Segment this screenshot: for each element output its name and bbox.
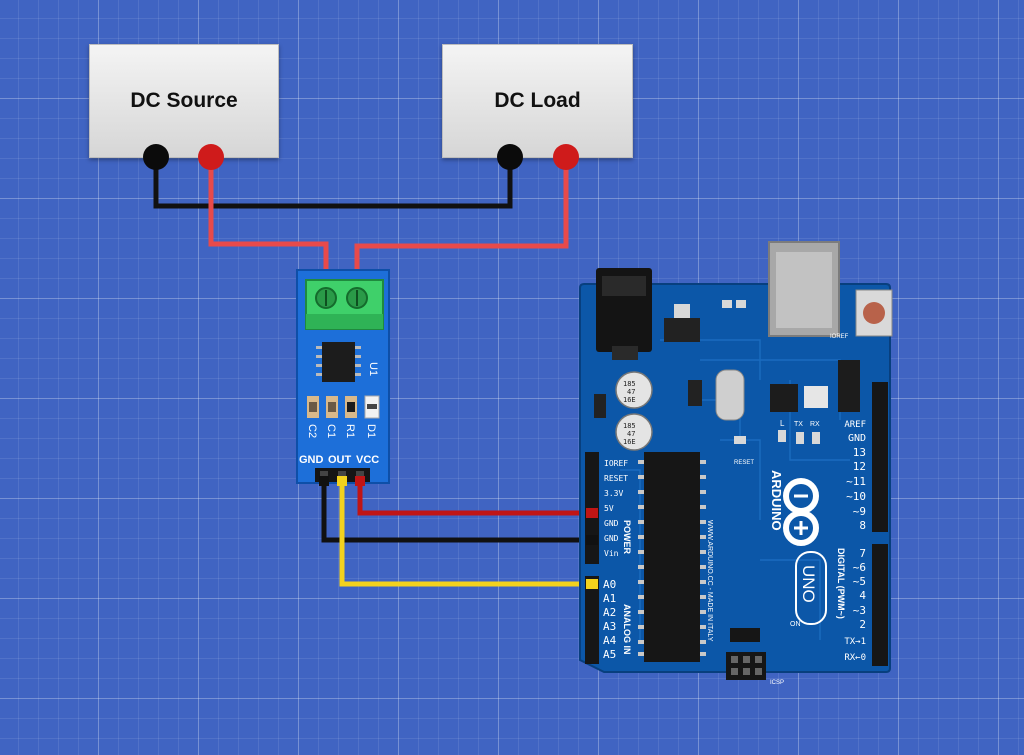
load-negative-terminal	[497, 144, 523, 170]
pin-7: 7	[859, 547, 866, 560]
source-positive-terminal	[198, 144, 224, 170]
pin-10: ~10	[846, 490, 866, 503]
pin-vin: Vin	[604, 549, 619, 558]
current-sensor-module: U1 C2 C1 R1 D1 GND OUT VCC	[296, 269, 390, 484]
pin-label-gnd: GND	[299, 454, 324, 466]
led-tx-label: TX	[794, 421, 803, 428]
digital-pin-labels: AREF GND 13 12 ~11 ~10 ~9 8 7 ~6 ~5 4 ~3…	[844, 420, 866, 663]
capacitor-1: 185 47 16E	[615, 371, 653, 409]
power-label: POWER	[622, 520, 632, 555]
crystal	[715, 369, 745, 421]
pin-a5: A5	[603, 648, 616, 661]
pin-gnd-1: GND	[604, 519, 619, 528]
signal-wires	[321, 482, 598, 587]
mcu-chip	[644, 452, 700, 662]
uno-badge: UNO	[795, 551, 827, 625]
label-d1: D1	[365, 424, 377, 438]
capacitor-2: 185 47 16E	[615, 413, 653, 451]
label-c1: C1	[325, 424, 337, 438]
reset-label: RESET	[734, 460, 754, 466]
dc-source-box: DC Source	[89, 44, 279, 158]
svg-text:185: 185	[623, 422, 636, 430]
label-c2: C2	[306, 424, 318, 438]
pin-3v3: 3.3V	[604, 489, 623, 498]
analog-header	[585, 576, 599, 664]
power-pin-labels: IOREF RESET 3.3V 5V GND GND Vin	[604, 459, 628, 558]
icsp-label: ICSP	[770, 680, 784, 686]
pin-gnd-d: GND	[848, 433, 866, 444]
label-r1: R1	[344, 424, 356, 438]
pin-reset: RESET	[604, 474, 628, 483]
pin-12: 12	[853, 460, 866, 473]
arduino-brand: ARDUINO	[769, 470, 784, 531]
load-positive-terminal	[553, 144, 579, 170]
pin-3: ~3	[853, 604, 866, 617]
pin-13: 13	[853, 446, 866, 459]
pin-tx1: TX→1	[844, 637, 866, 647]
chip-label: U1	[367, 362, 379, 376]
svg-text:47: 47	[627, 388, 635, 396]
analog-pin-labels: A0 A1 A2 A3 A4 A5	[603, 578, 617, 661]
regulator	[664, 318, 700, 342]
digital-header-top	[872, 382, 888, 532]
pin-11: ~11	[846, 475, 866, 488]
wire-vcc-5v	[357, 482, 598, 516]
pin-aref: AREF	[844, 420, 866, 430]
svg-text:16E: 16E	[623, 396, 636, 404]
pin-6: ~6	[853, 561, 866, 574]
pin-ioref: IOREF	[604, 459, 628, 468]
wire-black-source-load	[153, 160, 513, 209]
svg-text:16E: 16E	[623, 438, 636, 446]
pin-rx0: RX←0	[844, 653, 866, 663]
pin-9: ~9	[853, 505, 866, 518]
pin-5v: 5V	[604, 504, 614, 513]
wire-out-a0	[339, 482, 598, 587]
pin-8: 8	[859, 519, 866, 532]
ioref-small-label: IOREF	[830, 334, 849, 340]
svg-text:185: 185	[623, 380, 636, 388]
pin-a3: A3	[603, 620, 616, 633]
url-text: WWW.ARDUINO.CC - MADE IN ITALY	[706, 520, 713, 642]
pin-a1: A1	[603, 592, 616, 605]
pin-a4: A4	[603, 634, 617, 647]
pin-4: 4	[859, 589, 866, 602]
pin-5: ~5	[853, 575, 866, 588]
pin-gnd-2: GND	[604, 534, 619, 543]
pin-a0: A0	[603, 578, 616, 591]
header-wire-ends	[319, 476, 598, 589]
digital-pwm-label: DIGITAL (PWM~)	[836, 548, 846, 619]
wire-gnd-gnd	[321, 482, 598, 543]
pin-2: 2	[859, 618, 866, 631]
box-terminals	[143, 144, 579, 170]
pin-a2: A2	[603, 606, 616, 619]
usb-chip	[770, 384, 798, 412]
uno-label: UNO	[799, 565, 818, 603]
arduino-logo	[783, 478, 819, 546]
svg-text:47: 47	[627, 430, 635, 438]
dc-load-box: DC Load	[442, 44, 633, 158]
dc-load-label: DC Load	[494, 89, 581, 112]
led-rx-label: RX	[810, 421, 820, 428]
pin-label-vcc: VCC	[356, 454, 379, 466]
led-on-label: ON	[790, 621, 801, 628]
dc-source-label: DC Source	[130, 89, 238, 112]
arduino-uno-board: 185 47 16E 185 47 16E	[579, 241, 893, 686]
led-l-label: L	[780, 419, 785, 428]
smd-components	[307, 395, 380, 419]
sensor-chip	[322, 342, 355, 382]
pin-label-out: OUT	[328, 454, 352, 466]
digital-header-bottom	[872, 544, 888, 666]
analog-in-label: ANALOG IN	[622, 604, 632, 655]
source-negative-terminal	[143, 144, 169, 170]
